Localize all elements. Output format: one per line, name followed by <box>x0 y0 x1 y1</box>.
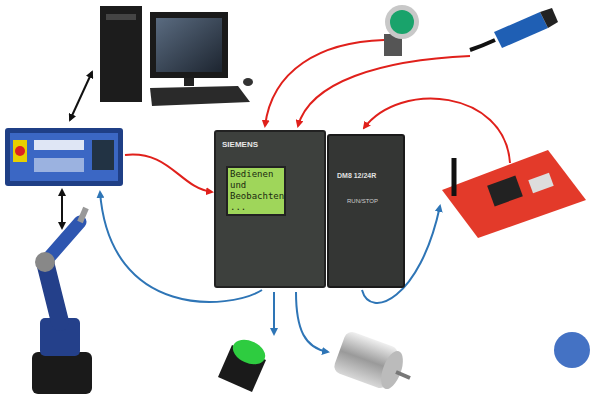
lamp-lens <box>229 335 269 369</box>
expansion-module: DM8 12/24R RUN/STOP <box>327 134 405 288</box>
emergency-plate <box>13 140 27 162</box>
robot-arm <box>32 208 92 394</box>
board-pcb <box>442 150 586 238</box>
sensor-cable <box>470 40 495 50</box>
dc-motor <box>332 330 410 392</box>
controller-panel <box>34 140 84 150</box>
controller-panel <box>34 158 84 172</box>
lcd-display: Bedienen und Beobachten ... <box>226 166 286 216</box>
motor-shaft <box>396 372 410 378</box>
output-arrow <box>296 292 328 352</box>
robot-joint <box>35 252 55 272</box>
gsm-board <box>442 150 586 238</box>
robot-controller <box>5 128 123 186</box>
emergency-button <box>15 146 25 156</box>
proximity-sensor <box>470 8 558 50</box>
decor-dot <box>554 332 590 368</box>
board-module <box>528 173 553 194</box>
plc-base-module: SIEMENS Bedienen und Beobachten ... <box>214 130 326 288</box>
module-label: DM8 12/24R <box>337 172 401 179</box>
mouse <box>243 78 253 86</box>
brand-label: SIEMENS <box>222 140 282 149</box>
robot-gripper <box>80 208 86 222</box>
pc-tower <box>100 6 142 102</box>
controller-front <box>10 133 118 181</box>
robot-base <box>32 352 92 394</box>
push-button <box>384 5 419 56</box>
computer <box>100 6 253 106</box>
controller-port <box>92 140 114 170</box>
link-arrow <box>70 72 92 120</box>
sensor-head <box>540 8 558 28</box>
output-arrow <box>273 292 275 334</box>
monitor-screen <box>156 18 222 72</box>
button-bezel <box>385 5 419 39</box>
input-arrow <box>125 155 212 192</box>
monitor <box>150 12 228 78</box>
motor-face <box>377 348 408 392</box>
drive-bay <box>106 14 136 20</box>
monitor-stand <box>184 78 194 86</box>
button-cap <box>390 10 414 34</box>
sensor-body <box>494 12 548 48</box>
status-label: RUN/STOP <box>347 198 397 204</box>
keyboard <box>150 86 250 106</box>
input-arrow <box>265 40 384 126</box>
board-chip <box>487 176 523 207</box>
indicator-lamp <box>218 335 269 392</box>
link-arrow <box>61 190 63 228</box>
board-antenna <box>452 158 457 196</box>
input-arrow <box>298 56 470 126</box>
controller-case <box>5 128 123 186</box>
